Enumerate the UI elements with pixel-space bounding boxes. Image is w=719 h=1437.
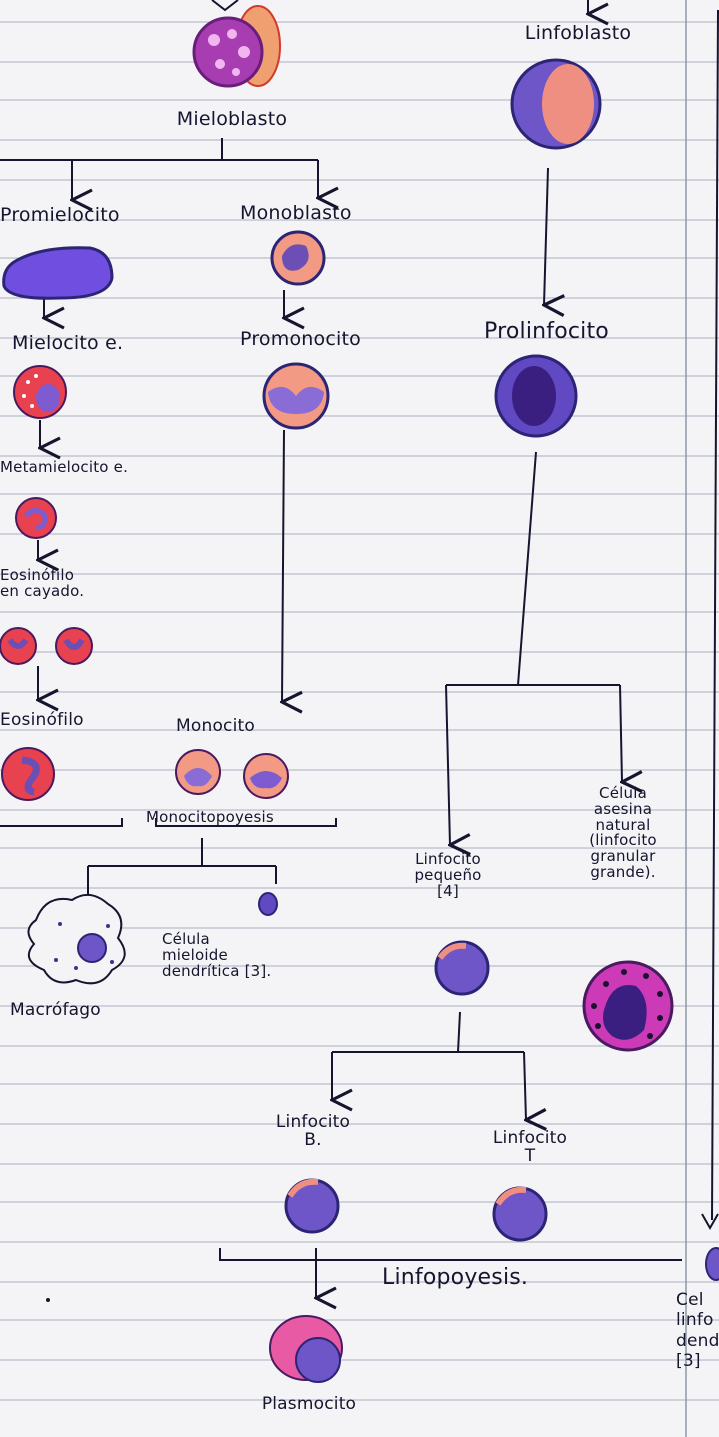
label-celula-linfoide-partial: Cel linfo dendr [3] <box>676 1290 719 1372</box>
promonocito-cell <box>264 364 328 428</box>
linfocito-t-cell <box>494 1188 546 1240</box>
label-promielocito: Promielocito <box>0 206 120 226</box>
eosinofilo-cayado-cells <box>0 628 92 664</box>
label-mieloblasto: Mieloblasto <box>172 110 292 130</box>
linfocito-pequeno-cell <box>436 942 488 994</box>
plasmocito-cell <box>270 1316 342 1382</box>
label-celula-nk: Célula asesina natural (linfocito granul… <box>548 786 698 881</box>
label-linfoblasto: Linfoblasto <box>488 24 668 44</box>
label-metamielocito: Metamielocito e. <box>0 460 128 476</box>
connectors <box>0 0 718 1298</box>
label-monocito: Monocito <box>176 718 255 736</box>
eosinofilo-cell <box>2 748 54 800</box>
monoblasto-cell <box>272 232 324 284</box>
label-monocitopoyesis: Monocitopoyesis <box>146 810 274 826</box>
label-linfocito-pequeno: Linfocito pequeño [4] <box>378 852 518 899</box>
label-mielocito: Mielocito e. <box>12 334 123 354</box>
label-plasmocito: Plasmocito <box>234 1396 384 1414</box>
promielocito-cell <box>4 248 112 298</box>
label-monoblasto: Monoblasto <box>240 204 352 224</box>
mieloblasto-cell <box>194 6 280 86</box>
ruled-lines <box>0 22 719 1400</box>
prolinfocito-cell <box>496 356 576 436</box>
mielocito-cell <box>14 366 66 418</box>
celula-nk-cell <box>584 962 672 1050</box>
ink-dot <box>46 1298 50 1302</box>
metamielocito-cell <box>16 498 56 538</box>
celula-linfoide-partial-cell <box>706 1248 719 1280</box>
label-linfocito-t: Linfocito T <box>470 1130 590 1166</box>
linfoblasto-cell <box>512 60 600 148</box>
linfocito-b-cell <box>286 1180 338 1232</box>
label-eosinofilo: Eosinófilo <box>0 712 84 730</box>
label-macrofago: Macrófago <box>10 1002 101 1020</box>
label-linfopoyesis: Linfopoyesis. <box>382 1266 528 1289</box>
celula-mieloide-cell <box>259 893 277 915</box>
label-linfocito-b: Linfocito B. <box>258 1114 368 1150</box>
label-eosinofilo-cayado: Eosinófilo en cayado. <box>0 568 84 600</box>
label-promonocito: Promonocito <box>240 330 361 350</box>
macrofago-cell <box>28 895 124 983</box>
label-celula-mieloide: Célula mieloide dendrítica [3]. <box>162 932 271 979</box>
label-prolinfocito: Prolinfocito <box>484 320 609 343</box>
monocito-cells <box>176 750 288 798</box>
